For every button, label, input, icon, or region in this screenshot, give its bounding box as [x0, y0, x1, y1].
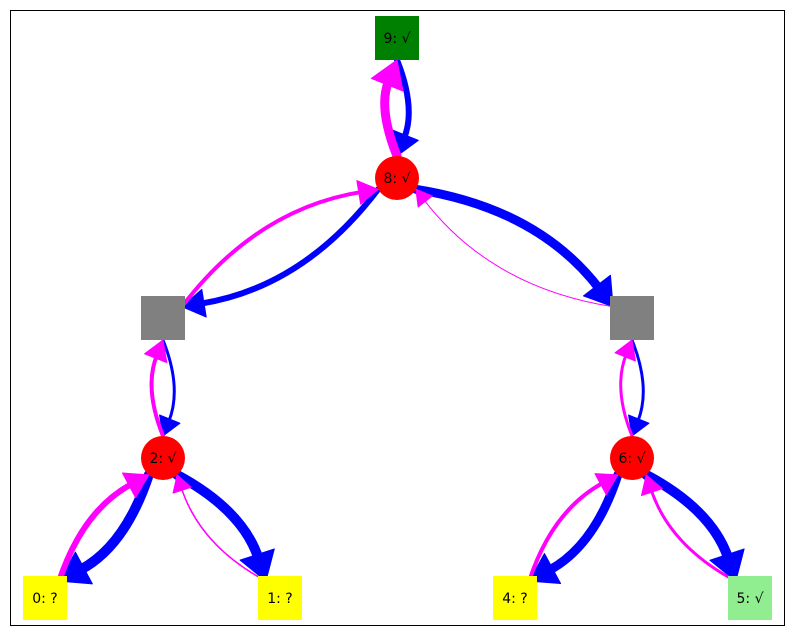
edge-shaft [423, 199, 614, 308]
edge-shaft [179, 189, 364, 309]
edge-n1-to-n2 [172, 474, 267, 582]
node-shape [141, 296, 185, 340]
edge-arrowhead [121, 472, 150, 499]
edge-arrowhead [239, 548, 275, 582]
edge-arrowhead [172, 474, 192, 494]
edge-n6-to-n5 [641, 469, 745, 582]
node-shape [610, 436, 654, 480]
edge-arrowhead [528, 553, 562, 584]
edge-shaft [172, 469, 264, 564]
edge-arrowhead [370, 59, 404, 92]
node-label: 0: ? [32, 591, 58, 607]
edge-shaft [544, 470, 623, 575]
node-n4: 4: ? [493, 576, 537, 620]
node-shape [728, 576, 772, 620]
node-shape [23, 576, 67, 620]
edge-shaft [619, 352, 634, 438]
edge-n2-to-n1 [172, 469, 275, 582]
edge-n4-to-n6 [527, 473, 619, 584]
node-label: 6: √ [619, 451, 646, 467]
edge-shaft [630, 338, 645, 424]
edge-shaft [394, 57, 412, 142]
node-label: 2: √ [150, 451, 177, 467]
node-n1: 1: ? [258, 576, 302, 620]
node-label: 8: √ [384, 171, 411, 187]
node-gl [141, 296, 185, 340]
node-n6: 6: √ [610, 436, 654, 480]
edges-layer [56, 57, 745, 585]
edge-shaft [161, 338, 176, 424]
edge-gl-to-n2 [159, 338, 181, 437]
node-label: 9: √ [384, 31, 411, 47]
edge-shaft [380, 76, 402, 161]
edge-shaft [180, 487, 267, 582]
edge-arrowhead [159, 414, 181, 437]
edge-shaft [197, 186, 382, 307]
edge-arrowhead [356, 180, 379, 205]
edge-gr-to-n8 [415, 188, 614, 308]
edge-n6-to-n4 [528, 470, 623, 584]
node-n2: 2: √ [141, 436, 185, 480]
edge-arrowhead [181, 288, 207, 318]
node-n0: 0: ? [23, 576, 67, 620]
edge-n8-to-gr [411, 184, 614, 308]
edge-n6-to-gr [614, 339, 636, 438]
edge-arrowhead [144, 339, 168, 364]
node-shape [258, 576, 302, 620]
edge-shaft [75, 469, 154, 575]
node-shape [375, 16, 419, 60]
edge-arrowhead [709, 548, 745, 582]
edge-n5-to-n6 [640, 474, 738, 583]
node-label: 1: ? [267, 591, 293, 607]
edge-shaft [56, 480, 136, 585]
node-n8: 8: √ [375, 156, 419, 200]
node-shape [141, 436, 185, 480]
node-shape [375, 156, 419, 200]
edge-arrowhead [415, 188, 433, 208]
edge-arrowhead [582, 274, 614, 308]
edge-n0-to-n2 [56, 472, 150, 585]
edge-arrowhead [640, 474, 663, 497]
edge-n2-to-gl [144, 339, 168, 438]
edge-shaft [149, 353, 165, 438]
edge-gr-to-n6 [628, 338, 650, 437]
edge-arrowhead [628, 414, 650, 437]
node-n9: 9: √ [375, 16, 419, 60]
edge-shaft [649, 488, 738, 583]
nodes-layer: 9: √ 8: √ 2: √ 6: √ 0: ? 1: ? 4: ? 5: √ [23, 16, 772, 620]
edge-gl-to-n8 [179, 180, 379, 309]
node-shape [493, 576, 537, 620]
node-gr [610, 296, 654, 340]
node-label: 4: ? [502, 591, 528, 607]
edge-arrowhead [594, 473, 619, 496]
edge-n8-to-n9 [370, 59, 404, 161]
edge-shaft [411, 184, 604, 294]
node-n5: 5: √ [728, 576, 772, 620]
plot-frame [10, 10, 785, 626]
node-label: 5: √ [737, 591, 764, 607]
edge-n8-to-gl [181, 186, 382, 318]
edge-arrowhead [614, 339, 636, 362]
edge-shaft [527, 480, 606, 584]
edge-shaft [641, 469, 734, 564]
node-shape [610, 296, 654, 340]
